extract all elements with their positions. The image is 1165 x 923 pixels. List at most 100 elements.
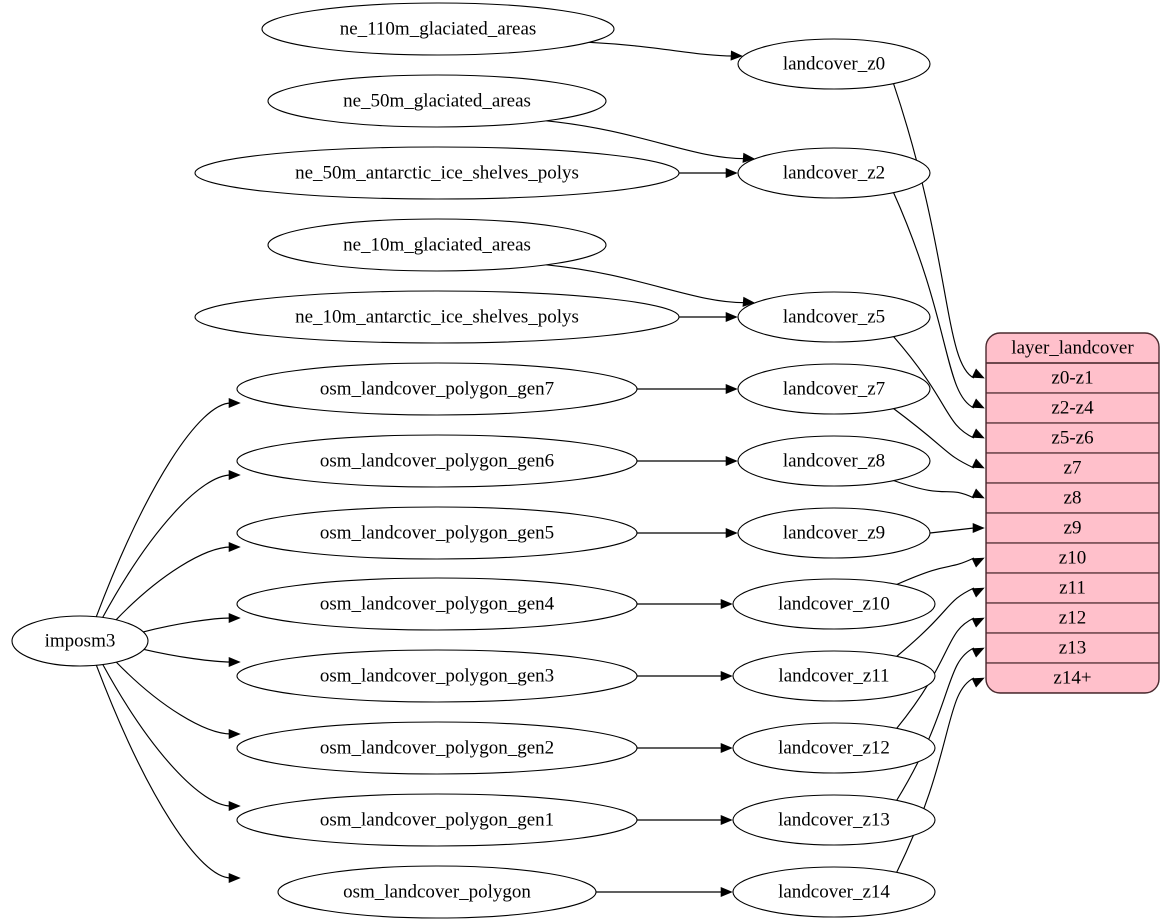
edge-arrowhead	[725, 167, 738, 179]
table-row-label: z14+	[1053, 667, 1091, 688]
edge-landcover_z10-to-table-z10	[896, 557, 985, 586]
node-ne_50m_antarctic_ice_shelves_polys[interactable]: ne_50m_antarctic_ice_shelves_polys	[194, 146, 680, 200]
table-node-layer_landcover[interactable]: layer_landcoverz0-z1z2-z4z5-z6z7z8z9z10z…	[985, 332, 1160, 694]
node-shape	[236, 577, 638, 631]
node-osm_landcover_polygon_gen1[interactable]: osm_landcover_polygon_gen1	[236, 793, 638, 847]
table-row-label: z2-z4	[1051, 397, 1094, 418]
node-label: landcover_z0	[783, 53, 885, 74]
table-row-z10[interactable]	[986, 542, 1159, 574]
edge-line	[896, 587, 975, 657]
node-shape	[194, 146, 680, 200]
edge-osm_landcover_polygon_gen6-to-landcover_z8	[637, 455, 738, 467]
node-label: ne_10m_glaciated_areas	[343, 234, 531, 255]
edge-osm_landcover_polygon-to-landcover_z14	[596, 886, 733, 898]
node-landcover_z2[interactable]: landcover_z2	[737, 147, 931, 199]
table-node-layer: layer_landcoverz0-z1z2-z4z5-z6z7z8z9z10z…	[985, 332, 1160, 694]
node-landcover_z0[interactable]: landcover_z0	[737, 38, 931, 90]
node-osm_landcover_polygon_gen6[interactable]: osm_landcover_polygon_gen6	[236, 434, 638, 488]
edge-arrowhead	[228, 541, 241, 553]
edge-landcover_z5-to-table-z5-z6	[893, 336, 985, 439]
node-ne_50m_glaciated_areas[interactable]: ne_50m_glaciated_areas	[267, 74, 607, 128]
node-shape	[737, 38, 931, 90]
edge-arrowhead	[971, 428, 985, 439]
table-row-label: z9	[1064, 517, 1082, 538]
table-row-z9[interactable]	[986, 512, 1159, 544]
node-label: ne_50m_antarctic_ice_shelves_polys	[295, 162, 579, 183]
edge-landcover_z14-to-table-z14+	[896, 677, 985, 873]
edge-ne_10m_antarctic_ice_shelves_polys-to-landcover_z5	[679, 311, 738, 323]
edge-imposm3-to-osm_landcover_polygon_gen2	[115, 661, 241, 740]
edge-ne_10m_glaciated_areas-to-landcover_z5	[546, 264, 755, 307]
table-row-label: z12	[1059, 607, 1086, 628]
edge-arrowhead	[720, 886, 733, 898]
node-shape	[236, 721, 638, 775]
edge-arrowhead	[725, 311, 738, 323]
edge-arrowhead	[720, 742, 733, 754]
node-osm_landcover_polygon_gen3[interactable]: osm_landcover_polygon_gen3	[236, 649, 638, 703]
edge-arrowhead	[720, 670, 733, 682]
edge-line	[893, 336, 975, 439]
node-shape	[732, 866, 936, 918]
edge-osm_landcover_polygon_gen4-to-landcover_z10	[637, 598, 733, 610]
table-row-z13[interactable]	[986, 632, 1159, 664]
table-row-z0-z1[interactable]	[986, 362, 1159, 394]
table-row-z5-z6[interactable]	[986, 422, 1159, 454]
table-row-z12[interactable]	[986, 602, 1159, 634]
edge-arrowhead	[228, 397, 241, 409]
table-row-z7[interactable]	[986, 452, 1159, 484]
table-row-z11[interactable]	[986, 572, 1159, 604]
edge-line	[115, 661, 232, 735]
table-row-z14+[interactable]	[986, 662, 1159, 693]
edge-arrowhead	[971, 488, 985, 499]
edge-osm_landcover_polygon_gen5-to-landcover_z9	[637, 527, 738, 539]
edge-osm_landcover_polygon_gen3-to-landcover_z11	[637, 670, 733, 682]
node-label: ne_50m_glaciated_areas	[343, 90, 531, 111]
edge-line	[115, 546, 232, 621]
node-ne_110m_glaciated_areas[interactable]: ne_110m_glaciated_areas	[261, 2, 615, 56]
node-landcover_z9[interactable]: landcover_z9	[737, 507, 931, 559]
node-label: osm_landcover_polygon_gen2	[320, 737, 554, 758]
edge-arrowhead	[971, 587, 985, 598]
edge-osm_landcover_polygon_gen2-to-landcover_z12	[637, 742, 733, 754]
edge-line	[95, 665, 232, 879]
edge-line	[896, 557, 975, 586]
edge-ne_50m_glaciated_areas-to-landcover_z2	[546, 120, 755, 163]
edge-line	[143, 648, 232, 663]
node-shape	[732, 578, 936, 630]
node-landcover_z12[interactable]: landcover_z12	[732, 722, 936, 774]
node-landcover_z14[interactable]: landcover_z14	[732, 866, 936, 918]
node-osm_landcover_polygon_gen4[interactable]: osm_landcover_polygon_gen4	[236, 577, 638, 631]
edge-arrowhead	[972, 522, 985, 534]
node-landcover_z10[interactable]: landcover_z10	[732, 578, 936, 630]
node-landcover_z5[interactable]: landcover_z5	[737, 291, 931, 343]
edge-arrowhead	[971, 557, 985, 568]
node-label: osm_landcover_polygon_gen4	[320, 593, 555, 614]
node-landcover_z8[interactable]: landcover_z8	[737, 435, 931, 487]
edge-landcover_z11-to-table-z11	[896, 587, 985, 657]
node-ne_10m_glaciated_areas[interactable]: ne_10m_glaciated_areas	[267, 218, 607, 272]
node-osm_landcover_polygon_gen7[interactable]: osm_landcover_polygon_gen7	[236, 362, 638, 416]
node-ne_10m_antarctic_ice_shelves_polys[interactable]: ne_10m_antarctic_ice_shelves_polys	[194, 290, 680, 344]
node-label: osm_landcover_polygon_gen1	[320, 809, 554, 830]
edge-imposm3-to-osm_landcover_polygon_gen4	[143, 612, 241, 633]
edge-landcover_z8-to-table-z8	[893, 479, 985, 499]
edge-line	[896, 617, 975, 729]
node-shape	[261, 2, 615, 56]
node-landcover_z11[interactable]: landcover_z11	[732, 650, 936, 702]
edge-imposm3-to-osm_landcover_polygon_gen6	[102, 469, 241, 618]
node-landcover_z7[interactable]: landcover_z7	[737, 363, 931, 415]
node-osm_landcover_polygon_gen2[interactable]: osm_landcover_polygon_gen2	[236, 721, 638, 775]
node-shape	[236, 793, 638, 847]
node-imposm3[interactable]: imposm3	[11, 615, 149, 667]
node-landcover_z13[interactable]: landcover_z13	[732, 794, 936, 846]
edge-imposm3-to-osm_landcover_polygon	[95, 665, 241, 884]
node-shape	[236, 362, 638, 416]
edge-arrowhead	[971, 398, 985, 409]
node-osm_landcover_polygon[interactable]: osm_landcover_polygon	[277, 865, 597, 919]
edge-arrowhead	[742, 152, 755, 163]
node-osm_landcover_polygon_gen5[interactable]: osm_landcover_polygon_gen5	[236, 506, 638, 560]
node-shape	[737, 291, 931, 343]
edge-line	[546, 120, 746, 160]
edge-line	[102, 474, 232, 618]
edge-arrowhead	[730, 50, 743, 61]
